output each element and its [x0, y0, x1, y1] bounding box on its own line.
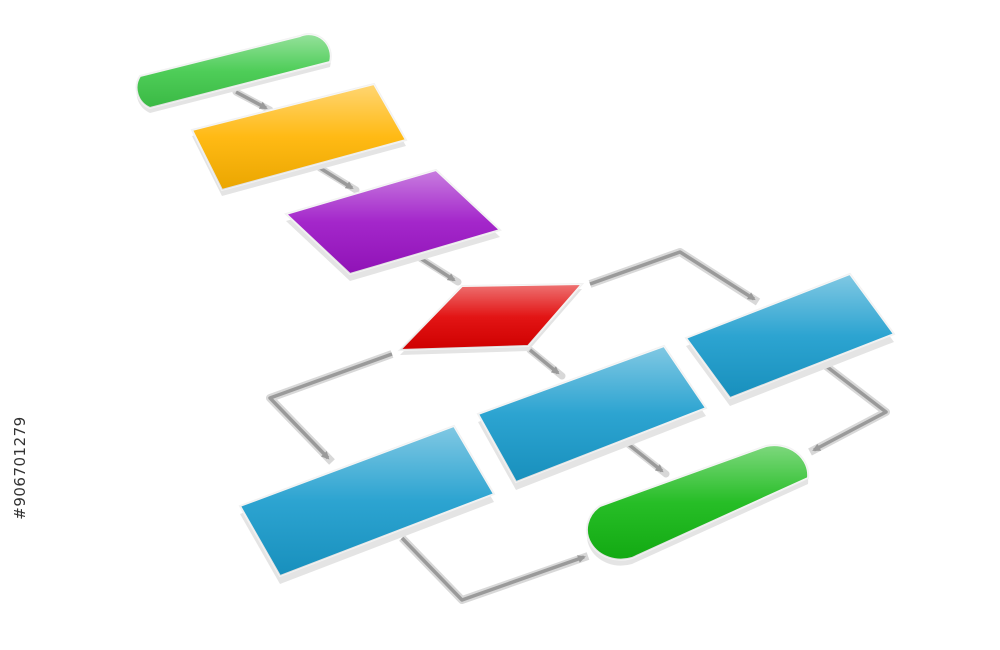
start-terminal-shape	[135, 33, 332, 114]
connector-branch-middle-to-end	[624, 440, 670, 478]
process-box-branch-right	[684, 272, 896, 406]
connector-branch-left-to-end	[399, 535, 590, 604]
process-box-branch-middle	[476, 344, 708, 490]
connector-start-to-step-1	[232, 88, 274, 114]
process-box-branch-left	[238, 424, 496, 584]
end-terminal-shape	[586, 444, 810, 566]
connector-step-1-to-step-2	[316, 164, 360, 194]
connector-step-2-to-decision	[416, 254, 462, 286]
connector-decision-to-branch-left	[266, 350, 394, 465]
process-box-step-1	[190, 82, 408, 196]
stock-id-text: #906701279	[11, 416, 29, 520]
connector-branch-right-to-end	[808, 362, 890, 456]
stock-id-watermark: #906701279	[4, 0, 36, 650]
decision-shape	[397, 282, 585, 355]
connector-decision-to-branch-right	[588, 248, 761, 306]
connector-decision-to-branch-middle	[526, 346, 566, 380]
process-box-step-2	[284, 168, 502, 281]
connectors	[232, 88, 890, 604]
